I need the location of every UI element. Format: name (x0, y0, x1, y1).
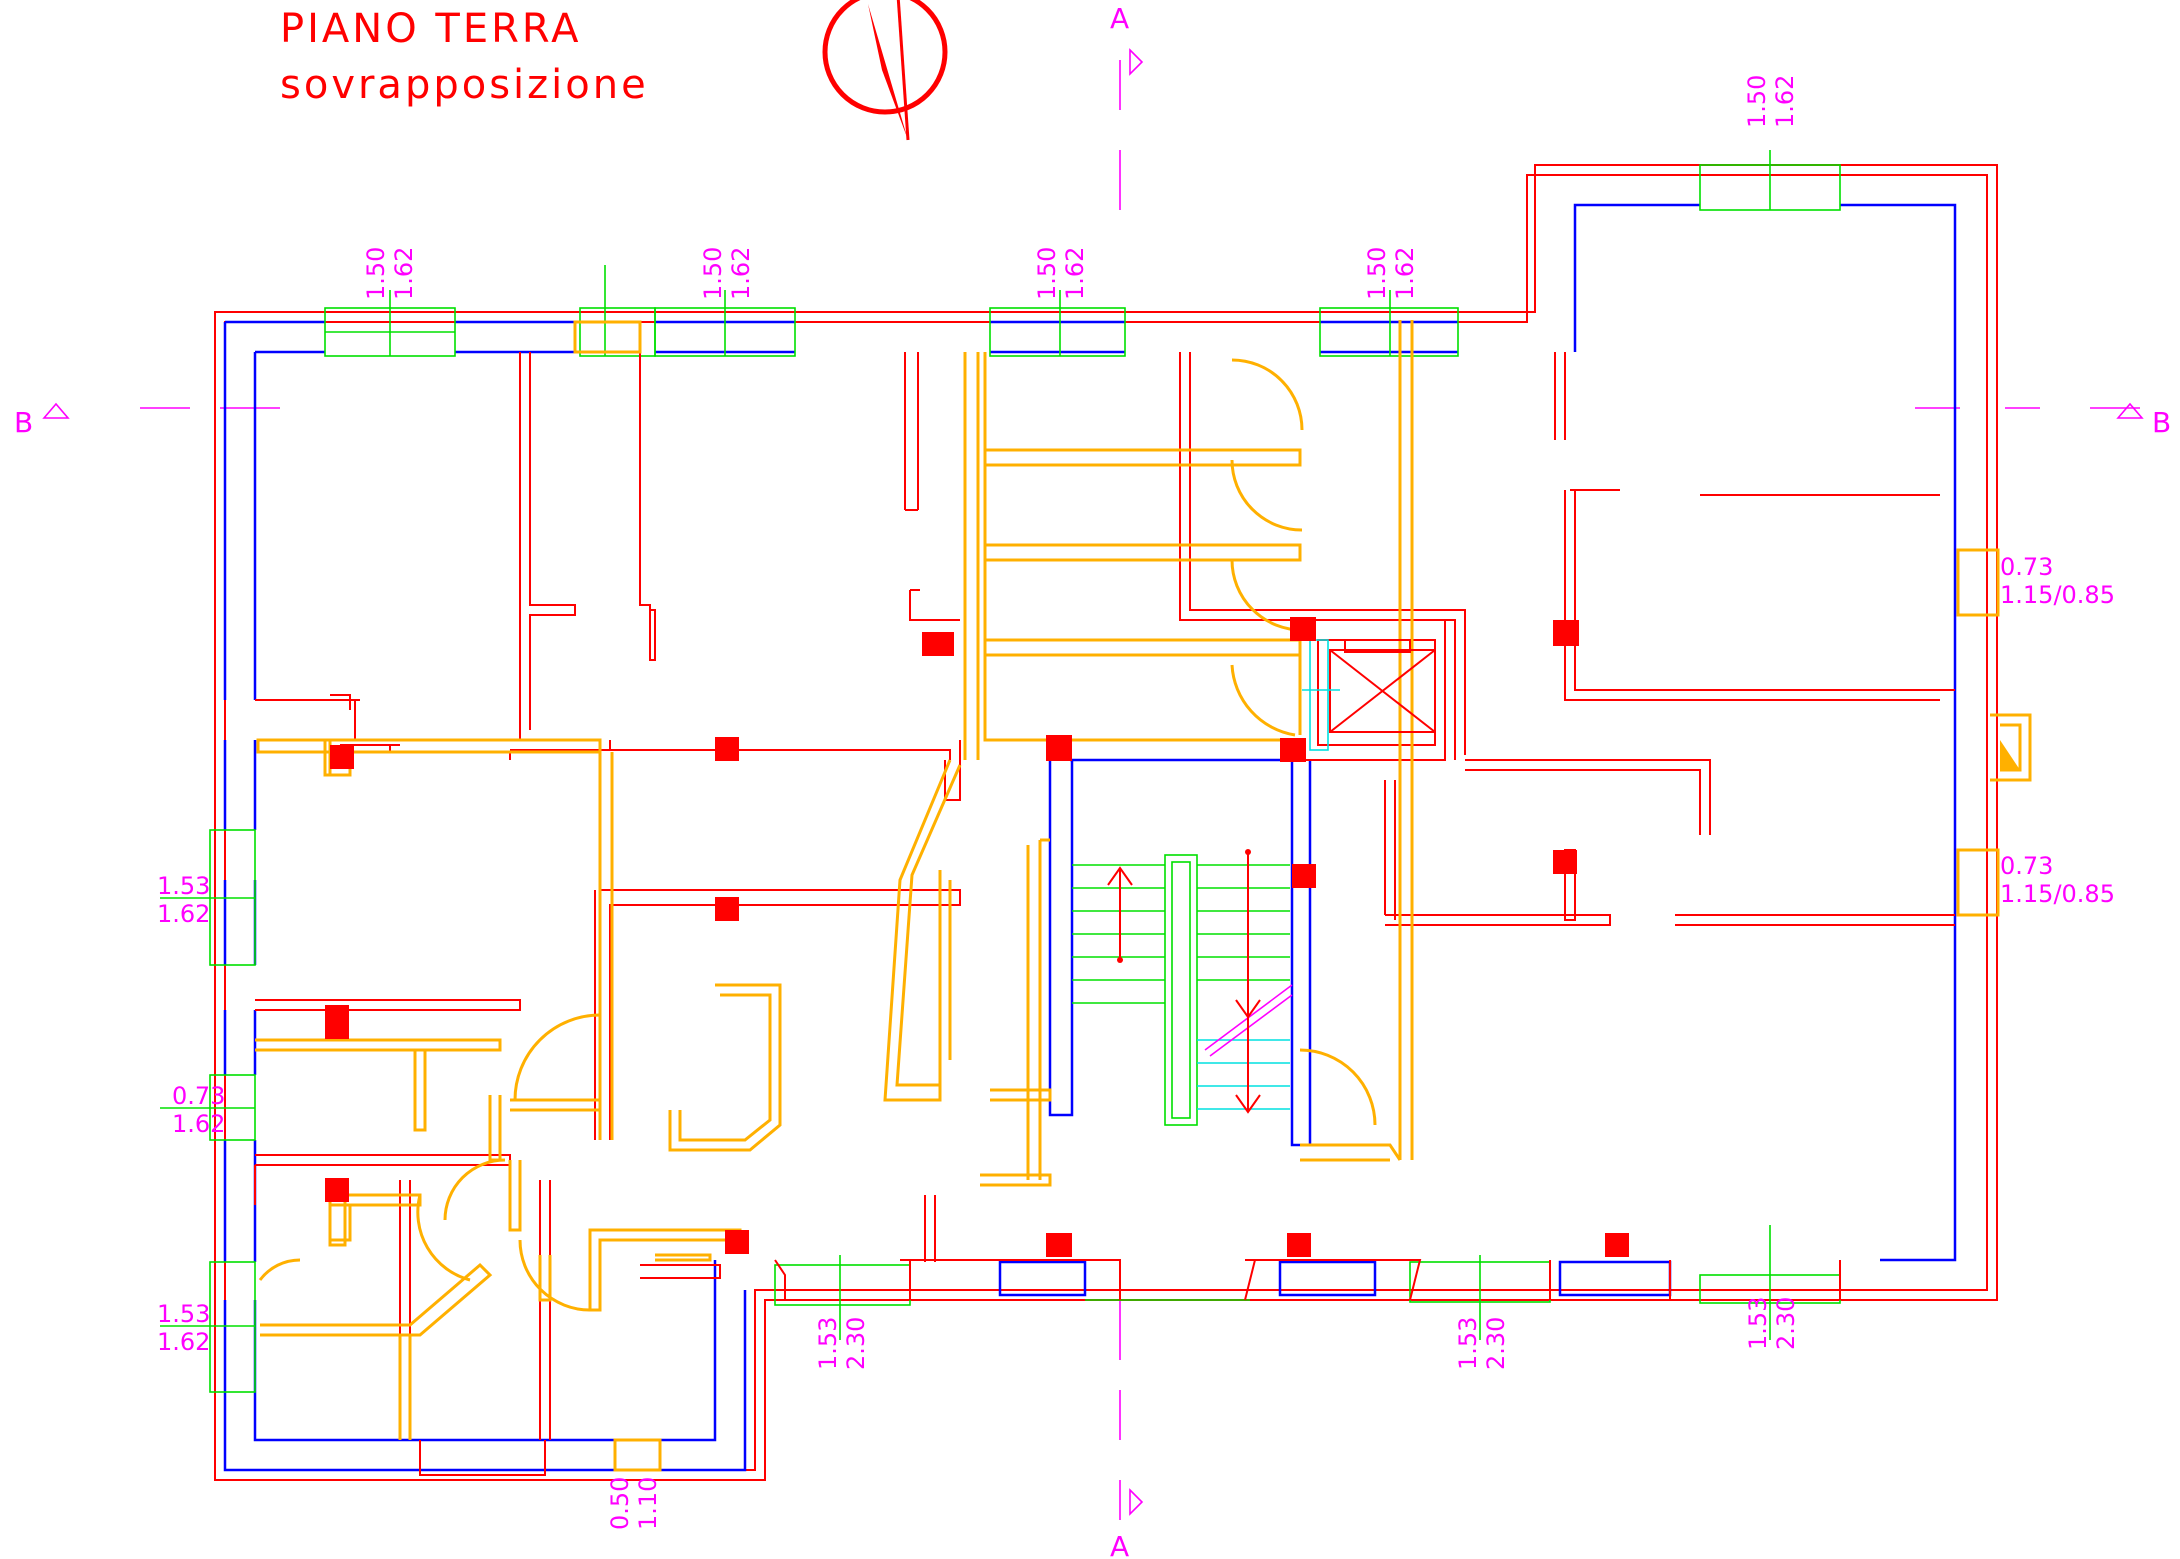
structural-pillars (325, 617, 1629, 1257)
dim-bottom-4-height: 1.10 (634, 1477, 662, 1530)
dim-top-5-width: 1.50 (1743, 75, 1771, 128)
dim-top-4-width: 1.50 (1363, 247, 1391, 300)
dim-left-1-width: 1.53 (157, 872, 210, 900)
section-line-b (42, 402, 2144, 419)
stair-down-arrow-icon (1235, 849, 1261, 1114)
marker-icon (2000, 740, 2020, 770)
dim-left-2-height: 1.62 (172, 1110, 225, 1138)
service-shaft (1302, 639, 1436, 751)
dim-left-1-height: 1.62 (157, 900, 210, 928)
existing-interior-walls (254, 352, 1955, 1476)
dim-top-1-height: 1.62 (390, 247, 418, 300)
dim-bottom-2-height: 2.30 (1482, 1317, 1510, 1370)
dim-top-2-height: 1.62 (727, 247, 755, 300)
dim-right-2-height: 1.15/0.85 (2000, 880, 2115, 908)
dim-left-3-width: 1.53 (157, 1300, 210, 1328)
dim-bottom-2-width: 1.53 (1454, 1317, 1482, 1370)
dim-bottom-4-width: 0.50 (606, 1477, 634, 1530)
dim-right-1-width: 0.73 (2000, 553, 2053, 581)
window-openings (160, 150, 1999, 1471)
section-line-a (1119, 48, 1144, 1520)
dim-right-2-width: 0.73 (2000, 852, 2053, 880)
dim-bottom-3-height: 2.30 (1772, 1297, 1800, 1350)
north-arrow-icon (822, 0, 948, 141)
dim-bottom-1-width: 1.53 (814, 1317, 842, 1370)
drawing-subtitle: sovrapposizione (280, 62, 649, 108)
dimension-labels: 1.50 1.62 1.50 1.62 1.50 1.62 1.50 1.62 … (157, 75, 2115, 1530)
dim-bottom-1-height: 2.30 (842, 1317, 870, 1370)
stair-up-arrow-icon (1107, 866, 1133, 963)
dim-left-3-height: 1.62 (157, 1328, 210, 1356)
section-a-top-label: A (1110, 2, 1129, 35)
dim-top-5-height: 1.62 (1771, 75, 1799, 128)
section-b-right-label: B (2152, 406, 2171, 439)
dim-right-1-height: 1.15/0.85 (2000, 581, 2115, 609)
door-swings (258, 358, 1377, 1312)
dim-top-1-width: 1.50 (362, 247, 390, 300)
dim-top-4-height: 1.62 (1391, 247, 1419, 300)
dim-top-2-width: 1.50 (699, 247, 727, 300)
dim-bottom-3-width: 1.53 (1744, 1297, 1772, 1350)
dim-left-2-width: 0.73 (172, 1082, 225, 1110)
section-a-bottom-label: A (1110, 1530, 1129, 1559)
dim-top-3-height: 1.62 (1061, 247, 1089, 300)
section-b-left-label: B (14, 406, 33, 439)
staircase (1072, 854, 1293, 1126)
drawing-title: PIANO TERRA (280, 6, 581, 52)
dim-top-3-width: 1.50 (1033, 247, 1061, 300)
